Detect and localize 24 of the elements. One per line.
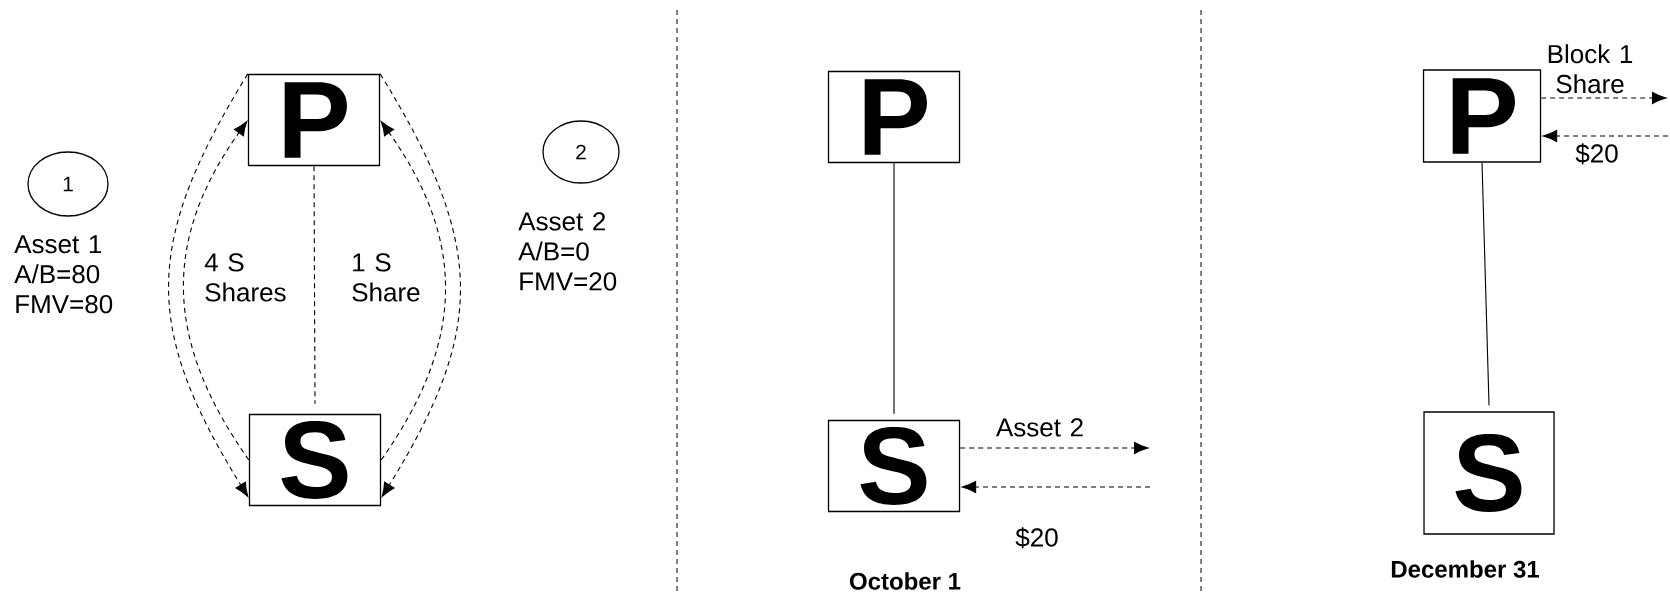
edge-label: 1 S Share [352,253,420,302]
entity-box: S [827,419,961,513]
arrow [959,441,1149,455]
edge-label: Asset 2 A/B=0 FMV=20 [518,212,617,291]
entity-box: P [827,70,961,164]
arrow [1542,129,1669,143]
arrow [380,121,447,461]
edge-label: 4 S Shares [204,253,286,302]
arrow [379,73,461,497]
edge-label: Asset 1 A/B=80 FMV=80 [14,235,113,314]
entity-box: S [1423,411,1555,535]
arrow [168,73,249,497]
entity-box: P [1422,69,1542,163]
entity-box: S [248,413,382,507]
date-label: October 1 [850,572,961,590]
arrow [1540,91,1667,105]
entity-box: P [247,73,381,167]
arrow [182,121,250,461]
edge-label: Asset 2 [996,418,1083,437]
edge-label: $20 [1015,527,1058,549]
edge-label: $20 [1575,143,1618,165]
arrow [961,480,1151,494]
date-label: December 31 [1391,560,1539,578]
edge-label: Block 1 Share [1548,44,1633,94]
